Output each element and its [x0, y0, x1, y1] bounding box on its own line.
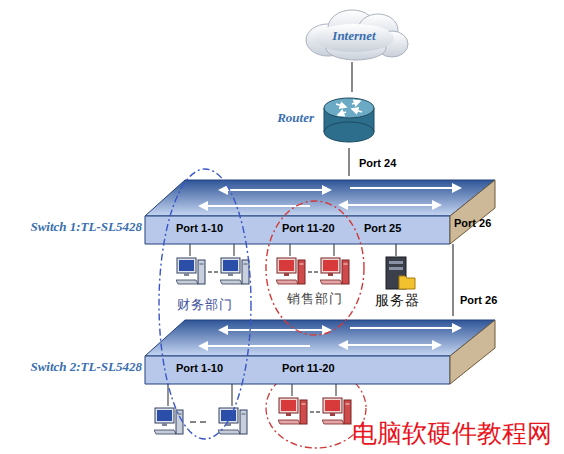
- drawing-line: [310, 411, 314, 412]
- drawing-line: [336, 104, 346, 107]
- drawing-line: [190, 421, 196, 422]
- drawing-line: [220, 329, 330, 331]
- drawing-g: [314, 24, 394, 52]
- drawing-use: [220, 258, 249, 284]
- drawing-line: [338, 112, 346, 115]
- drawing-ellipse: [159, 169, 251, 439]
- drawing-rect: [389, 261, 403, 264]
- drawing-ellipse: [266, 201, 364, 335]
- drawing-line: [220, 189, 330, 191]
- port-label: Port 24: [359, 157, 396, 170]
- drawing-line: [316, 411, 320, 412]
- drawing-rect: [389, 267, 403, 270]
- ellipse-label: 财务部门: [177, 298, 233, 313]
- drawing-line: [340, 344, 440, 346]
- drawing-line: [308, 271, 312, 272]
- drawing-use: [154, 408, 183, 434]
- cloud-label: Internet: [332, 29, 375, 44]
- drawing-line: [340, 204, 440, 206]
- cloud-node: Internet: [298, 6, 410, 62]
- drawing-line: [289, 244, 290, 256]
- drawing-use: [276, 258, 305, 284]
- drawing-use: [278, 398, 307, 424]
- drawing-line: [214, 271, 218, 272]
- router-node: Router: [322, 92, 376, 148]
- drawing-g: [336, 101, 362, 115]
- drawing-polygon: [145, 356, 450, 384]
- ellipse-label: 销售部门: [287, 292, 343, 307]
- drawing-polygon: [450, 180, 495, 244]
- drawing-line: [352, 101, 360, 104]
- drawing-line: [352, 109, 362, 112]
- ellipse-shape: [265, 200, 365, 336]
- drawing-line: [335, 384, 336, 396]
- link-line: [348, 148, 350, 176]
- drawing-polygon: [145, 180, 495, 216]
- drawing-line: [314, 271, 318, 272]
- server-node: 服务器: [366, 256, 428, 314]
- drawing-ellipse: [314, 24, 394, 52]
- drawing-use: [176, 258, 205, 284]
- drawing-g: [306, 10, 408, 60]
- drawing-polygon: [450, 320, 495, 384]
- server-label: 服务器: [375, 292, 420, 308]
- drawing-line: [208, 271, 212, 272]
- drawing-polygon: [145, 216, 450, 244]
- drawing-line: [200, 421, 206, 422]
- switch-label: Switch 1:TL-SL5428: [30, 220, 142, 235]
- router-shape: [322, 92, 376, 148]
- drawing-line: [167, 384, 168, 406]
- drawing-line: [324, 108, 325, 132]
- group-ellipse: 财务部门: [158, 168, 252, 440]
- link-line: [452, 244, 454, 316]
- drawing-ellipse: [324, 98, 374, 118]
- drawing-line: [333, 244, 334, 256]
- link-line: [395, 244, 397, 256]
- drawing-use: [322, 398, 351, 424]
- drawing-line: [200, 205, 310, 207]
- port-label: Port 11-20: [282, 362, 335, 375]
- drawing-line: [200, 345, 310, 347]
- link-line: [351, 62, 353, 92]
- switch-label: Switch 2:TL-SL5428: [30, 360, 142, 375]
- drawing-line: [189, 244, 190, 256]
- port-label: Port 11-20: [282, 222, 335, 235]
- router-label: Router: [277, 111, 314, 126]
- drawing-line: [291, 384, 292, 396]
- drawing-line: [231, 384, 232, 406]
- group-ellipse: 销售部门: [265, 200, 365, 336]
- drawing-line: [233, 244, 234, 256]
- drawing-use: [320, 258, 349, 284]
- drawing-line: [350, 187, 460, 189]
- drawing-ellipse: [324, 122, 374, 142]
- port-label: Port 1-10: [176, 222, 223, 235]
- watermark: 电脑软硬件教程网: [352, 420, 552, 449]
- drawing-polygon: [399, 276, 415, 289]
- drawing-line: [350, 327, 460, 329]
- drawing-line: [374, 108, 375, 132]
- port-label: Port 1-10: [176, 362, 223, 375]
- drawing-polygon: [145, 320, 495, 356]
- port-label: Port 25: [364, 222, 401, 235]
- port-label: Port 26: [454, 217, 491, 230]
- port-label: Port 26: [460, 294, 497, 307]
